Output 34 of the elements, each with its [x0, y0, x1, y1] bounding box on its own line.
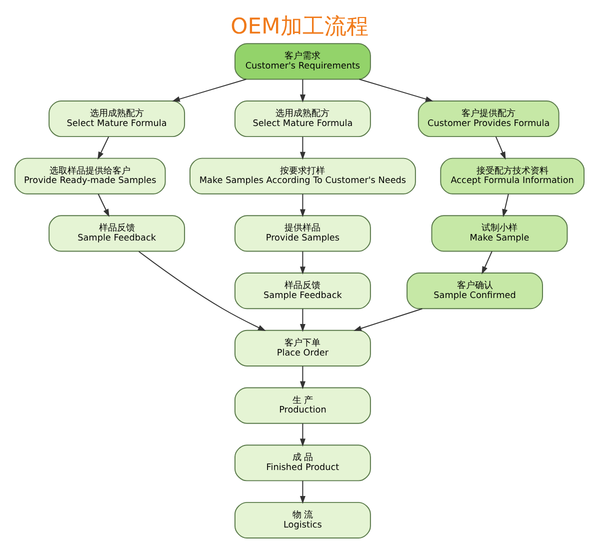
node-box: 试制小样 Make Sample [430, 215, 568, 252]
arrow [299, 136, 305, 160]
node-box: 生 产 Production [234, 387, 370, 424]
node-box: 选用成熟配方 Select Mature Formula [48, 100, 185, 138]
node-box: 客户确认 Sample Confirmed [406, 272, 542, 310]
arrow [353, 308, 422, 332]
node-box: 接受配方技术资料 Accept Formula Information [440, 158, 584, 194]
arrow [97, 194, 109, 218]
arrow [299, 366, 305, 390]
arrow [299, 194, 305, 218]
arrow [299, 480, 305, 504]
arrow [358, 78, 433, 102]
node-box: 选取样品提供给客户 Provide Ready-made Samples [14, 158, 166, 194]
arrow [299, 308, 305, 332]
arrow [97, 136, 109, 160]
node-box: 物 流 Logistics [234, 502, 370, 539]
node-box: 成 品 Finished Product [234, 444, 370, 482]
arrow [299, 422, 305, 447]
node-box: 按要求打样 Make Samples According To Customer's Needs [189, 158, 416, 194]
arrow [494, 136, 506, 160]
arrow [299, 78, 305, 102]
arrow [481, 250, 492, 274]
node-box: 客户需求 Customer's Requirements [234, 43, 370, 80]
arrow [138, 250, 266, 331]
node-box: 样品反馈 Sample Feedback [48, 215, 185, 252]
arrow [171, 78, 246, 102]
node-box: 选用成熟配方 Select Mature Formula [234, 100, 370, 138]
arrow [299, 250, 305, 275]
node-box: 客户提供配方 Customer Provides Formula [417, 100, 559, 138]
node-box: 样品反馈 Sample Feedback [234, 272, 370, 310]
diagram-title: OEM加工流程 [230, 14, 368, 40]
node-box: 提供样品 Provide Samples [234, 215, 370, 252]
arrow [502, 194, 508, 218]
node-box: 客户下单 Place Order [234, 330, 370, 366]
